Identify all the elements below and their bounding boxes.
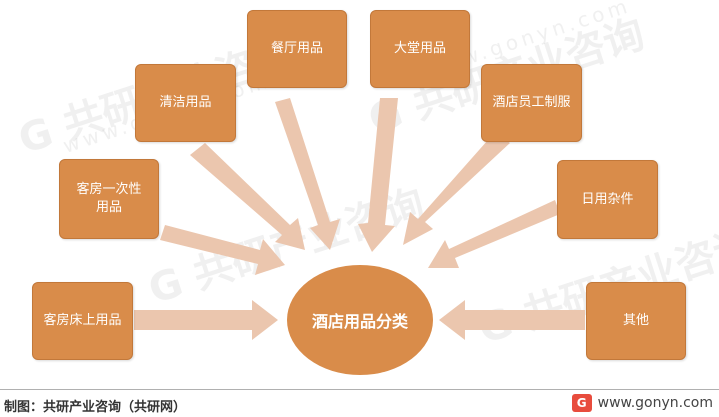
center-label: 酒店用品分类 xyxy=(311,312,408,331)
arrow-sundries xyxy=(428,200,560,268)
logo-url: www.gonyn.com xyxy=(597,395,713,411)
arrow-uniform xyxy=(403,132,510,245)
logo-icon: G xyxy=(571,394,592,412)
node-label: 酒店员工制服 xyxy=(492,95,571,110)
node-other: 其他 xyxy=(586,282,686,360)
arrow-bed xyxy=(134,300,278,340)
source-note: 制图：共研产业咨询（共研网） xyxy=(4,400,187,415)
arrow-disposable xyxy=(160,225,285,275)
node-bed: 客房床上用品 xyxy=(32,282,133,360)
node-dining: 餐厅用品 xyxy=(247,10,347,88)
node-label: 餐厅用品 xyxy=(270,41,323,56)
arrow-other xyxy=(439,300,585,340)
node-lobby: 大堂用品 xyxy=(370,10,470,88)
node-disposable: 客房一次性用品 xyxy=(59,159,159,239)
node-label: 日用杂件 xyxy=(581,191,634,207)
arrow-lobby xyxy=(358,98,398,252)
footer: 制图：共研产业咨询（共研网） G www.gonyn.com xyxy=(0,389,719,417)
node-label: 其他 xyxy=(622,313,649,328)
node-uniform: 酒店员工制服 xyxy=(481,64,582,142)
node-label: 大堂用品 xyxy=(393,41,446,56)
center-node: 酒店用品分类 xyxy=(287,265,433,375)
arrow-cleaning xyxy=(190,143,305,250)
node-sundries: 日用杂件 xyxy=(557,160,658,239)
arrow-dining xyxy=(275,98,340,250)
node-label: 清洁用品 xyxy=(159,95,212,110)
logo: G www.gonyn.com xyxy=(571,394,713,412)
node-label: 客房一次性用品 xyxy=(76,182,142,215)
node-cleaning: 清洁用品 xyxy=(135,64,236,142)
node-label: 客房床上用品 xyxy=(43,313,122,328)
